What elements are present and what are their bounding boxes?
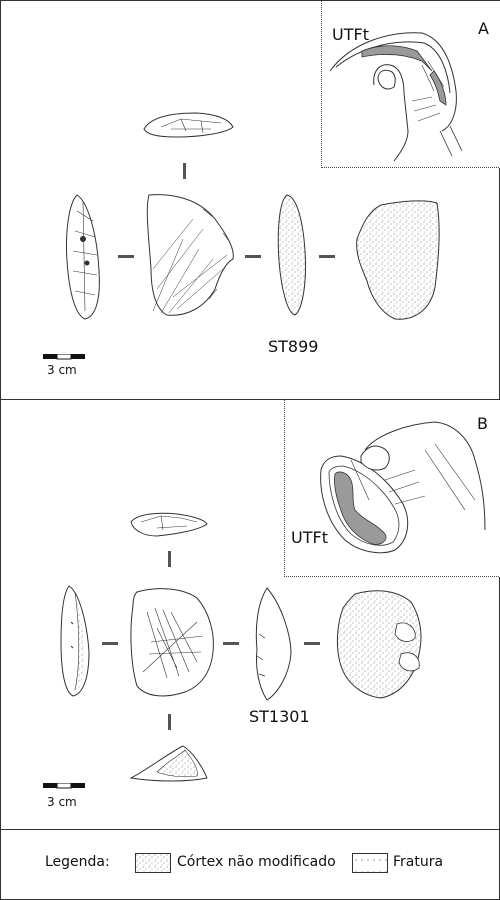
inset-a-label: UTFt — [332, 25, 369, 44]
artifact-b-ventral-face — [130, 588, 214, 697]
orientation-tick — [223, 642, 239, 645]
artifact-a-top-view — [143, 112, 234, 138]
orientation-tick — [245, 255, 261, 258]
panel-a-letter: A — [478, 19, 489, 38]
scale-label-b: 3 cm — [47, 795, 77, 809]
legend-label-cortex: Córtex não modificado — [177, 854, 336, 870]
artifact-b-left-profile — [60, 585, 90, 697]
artifact-b-dorsal-cortex — [336, 590, 422, 699]
scale-bar-a — [43, 354, 89, 360]
artifact-a-ventral-face — [146, 194, 234, 316]
artifact-a-dorsal-cortex — [356, 200, 440, 320]
inset-a: A UTFt — [321, 1, 500, 168]
orientation-tick — [168, 551, 171, 567]
orientation-tick — [304, 642, 320, 645]
orientation-tick — [168, 714, 171, 730]
panel-b-letter: B — [477, 414, 488, 433]
hand-holding-tool-drawing-b — [320, 421, 486, 554]
specimen-label-a: ST899 — [268, 337, 319, 356]
artifact-a-right-profile — [277, 194, 306, 316]
legend: Legenda: Córtex não modificado Fratura — [0, 829, 500, 900]
orientation-tick — [183, 163, 186, 179]
panel-b: B UTFt ST1301 — [0, 399, 500, 830]
panel-a: A UTFt — [0, 0, 500, 400]
hand-holding-tool-drawing-a — [329, 32, 463, 162]
artifact-a-left-profile — [66, 194, 100, 320]
inset-b: B UTFt — [284, 400, 500, 577]
scale-bar-b — [43, 783, 89, 789]
artifact-b-right-profile — [255, 587, 292, 701]
orientation-tick — [118, 255, 134, 258]
artifact-b-bottom-view — [129, 745, 208, 782]
orientation-tick — [319, 255, 335, 258]
scale-label-a: 3 cm — [47, 363, 77, 377]
legend-swatch-cortex — [135, 853, 171, 873]
orientation-tick — [102, 642, 118, 645]
legend-swatch-fracture — [352, 853, 388, 873]
legend-label-fracture: Fratura — [393, 854, 444, 870]
specimen-label-b: ST1301 — [249, 707, 310, 726]
artifact-b-top-view — [130, 512, 208, 537]
inset-b-label: UTFt — [291, 528, 328, 547]
legend-title: Legenda: — [45, 854, 110, 870]
